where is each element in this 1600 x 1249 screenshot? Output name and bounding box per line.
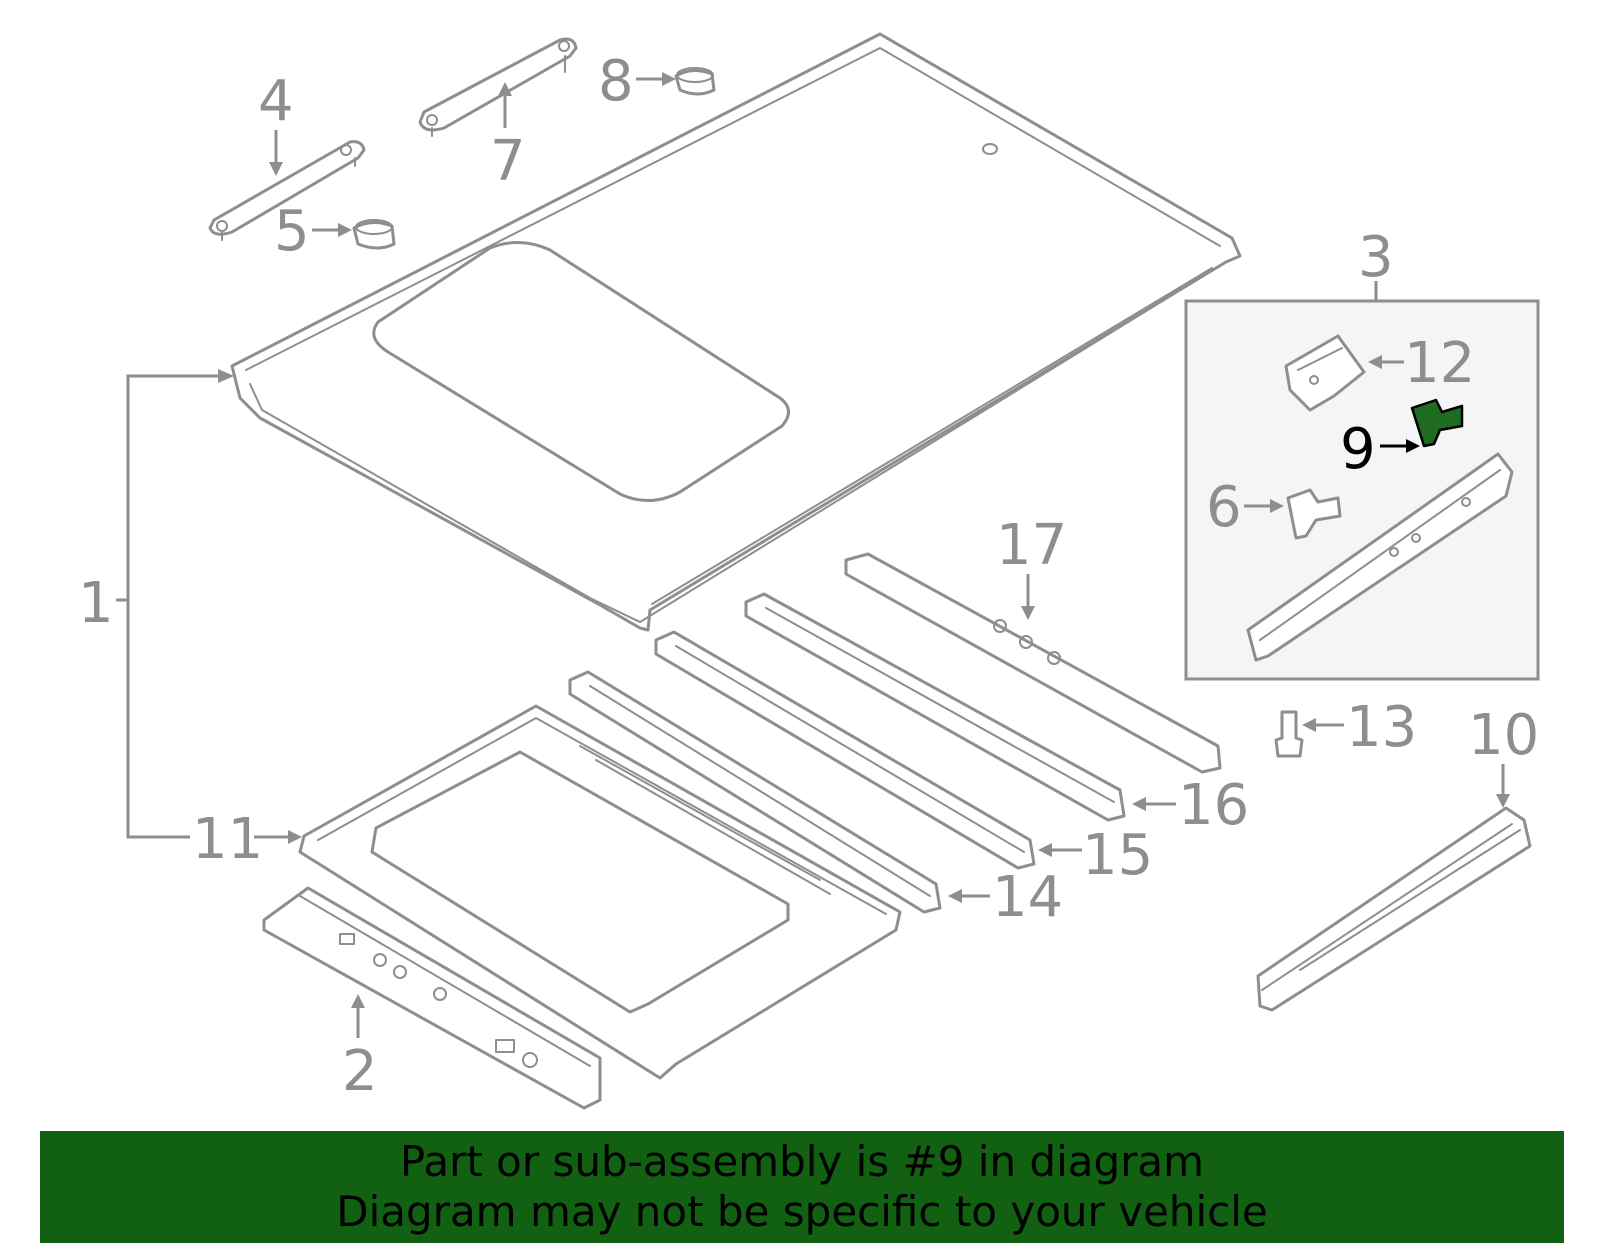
callout-6: 6 <box>1206 475 1242 540</box>
part-6 <box>1286 488 1342 540</box>
callout-4: 4 <box>258 69 294 134</box>
callout-1: 1 <box>78 571 114 636</box>
callout-12: 12 <box>1404 331 1475 396</box>
roof-frame-11 <box>298 704 902 1080</box>
callout-11: 11 <box>192 807 263 872</box>
callout-15: 15 <box>1082 823 1153 888</box>
info-banner: Part or sub-assembly is #9 in diagram Di… <box>40 1131 1564 1243</box>
grommet-5 <box>352 219 396 250</box>
callout-8: 8 <box>598 49 634 114</box>
bolt-13 <box>1274 710 1304 758</box>
leaders <box>116 72 1510 1038</box>
roof-bow-16 <box>744 592 1126 822</box>
callout-2: 2 <box>342 1039 378 1104</box>
bracket-7 <box>418 37 578 137</box>
callout-16: 16 <box>1178 773 1249 838</box>
bracket-4 <box>208 140 366 241</box>
callouts: 1 2 3 4 5 6 7 8 9 10 11 12 13 14 15 16 1… <box>78 49 1539 1104</box>
callout-9: 9 <box>1340 417 1376 482</box>
callout-13: 13 <box>1346 695 1417 760</box>
leader-9 <box>1380 439 1420 453</box>
roof-bow-15 <box>654 630 1036 870</box>
side-rail-inset <box>1246 452 1514 662</box>
callout-14: 14 <box>992 865 1063 930</box>
callout-10: 10 <box>1468 703 1539 768</box>
callout-3: 3 <box>1358 225 1394 290</box>
roof-panel <box>230 32 1242 632</box>
callout-5: 5 <box>274 199 310 264</box>
roof-bow-14 <box>568 670 942 914</box>
callout-17: 17 <box>996 513 1067 578</box>
front-rail-2 <box>262 886 602 1110</box>
grommet-8 <box>674 67 716 96</box>
callout-7: 7 <box>490 129 526 194</box>
part-12 <box>1284 334 1366 412</box>
banner-line-1: Part or sub-assembly is #9 in diagram <box>399 1137 1205 1186</box>
side-rail-10 <box>1256 806 1532 1012</box>
banner-line-2: Diagram may not be specific to your vehi… <box>336 1187 1268 1236</box>
part-9-highlighted <box>1410 398 1464 448</box>
roof-bow-17 <box>844 552 1222 774</box>
